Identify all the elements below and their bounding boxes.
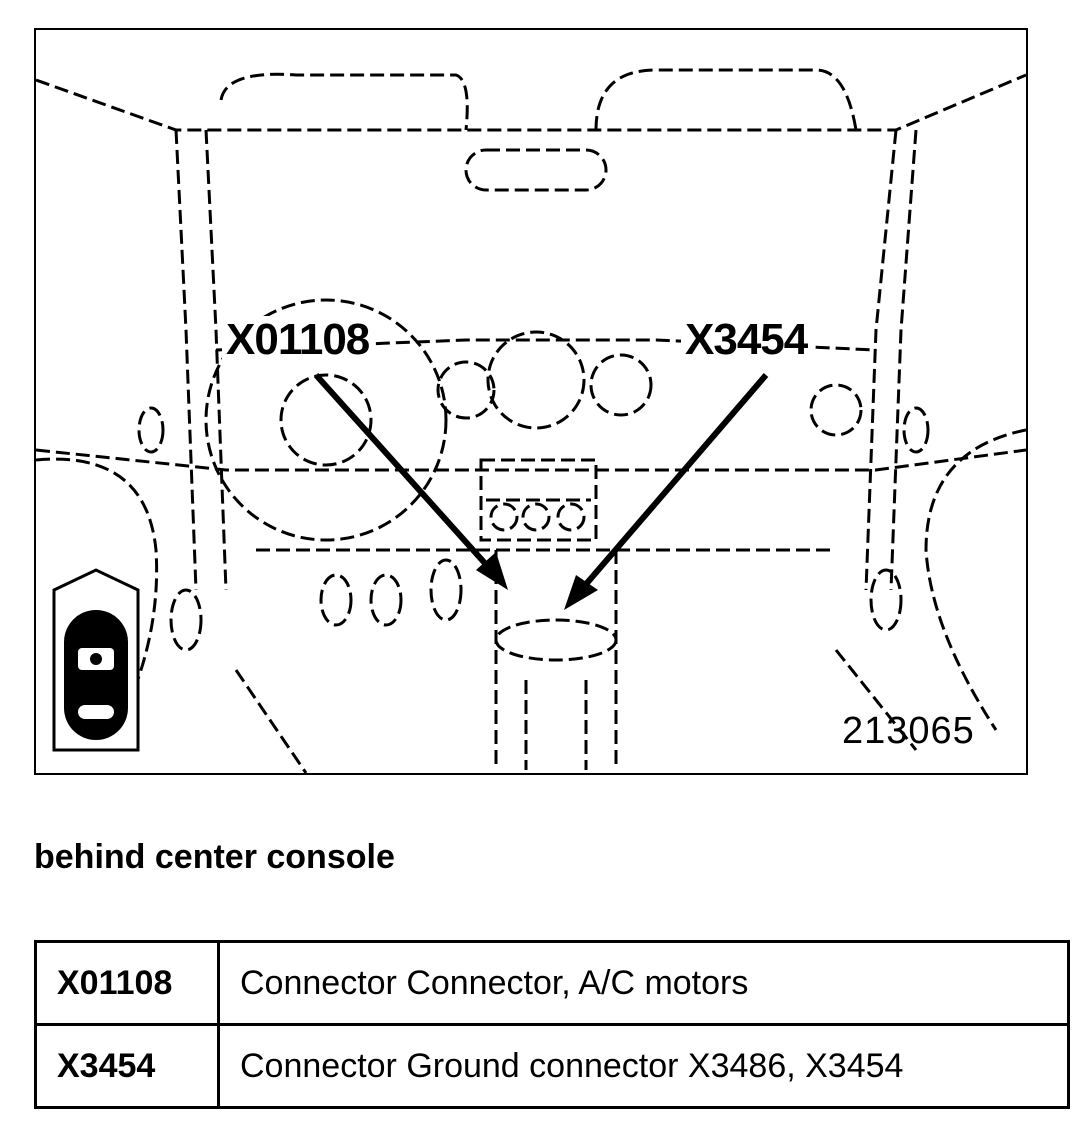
connector-description: Connector Ground connector X3486, X3454 — [217, 1023, 1070, 1109]
arrow-x3454 — [578, 373, 769, 592]
car-interior-drawing — [36, 68, 1026, 773]
roof-line — [36, 73, 1026, 132]
connector-code: X01108 — [34, 940, 220, 1026]
callout-label-x01108: X01108 — [222, 316, 374, 364]
figure-caption: behind center console — [34, 838, 395, 876]
callout-label-x3454: X3454 — [681, 316, 812, 364]
connector-description: Connector Connector, A/C motors — [217, 940, 1070, 1026]
arrow-x01108 — [313, 372, 494, 573]
speedometer — [486, 330, 586, 430]
connector-table: X01108 Connector Connector, A/C motors X… — [34, 940, 1070, 1109]
table-row: X01108 Connector Connector, A/C motors — [34, 940, 1070, 1026]
rear-view-mirror — [464, 148, 608, 192]
figure-number: 213065 — [842, 710, 975, 752]
connector-code: X3454 — [34, 1023, 220, 1109]
steering-wheel — [204, 298, 448, 542]
diagram-figure: X01108 X3454 213065 — [34, 28, 1028, 775]
table-row: X3454 Connector Ground connector X3486, … — [34, 1023, 1070, 1109]
window-switch-icon — [52, 568, 140, 752]
